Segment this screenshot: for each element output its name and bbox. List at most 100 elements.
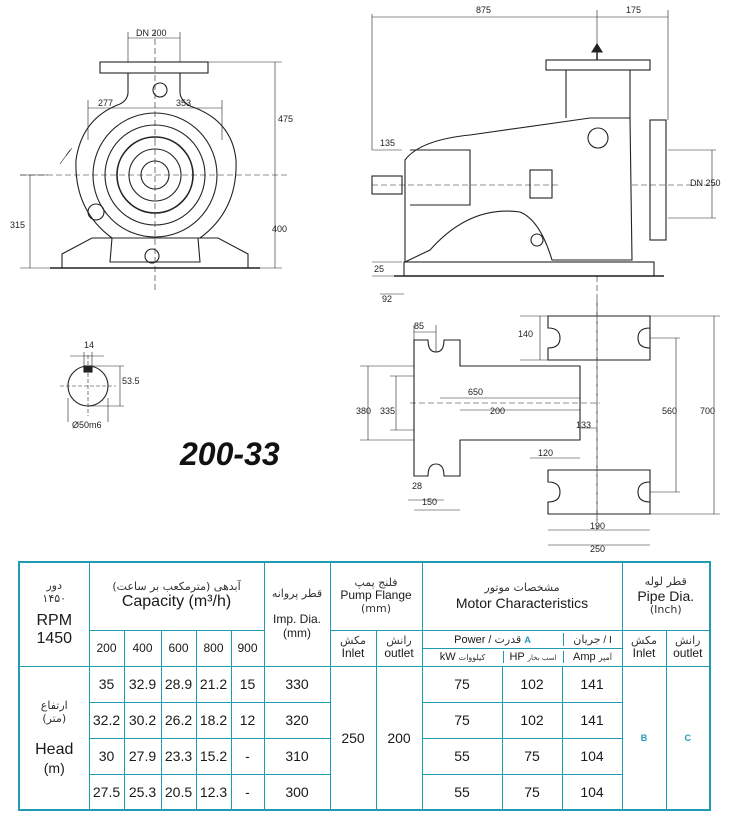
flange-fa-label: فلنج پمپ [354,575,398,589]
head-value: 23.3 [160,737,197,775]
side-dn-label: DN 250 [690,178,721,188]
head-value: 12 [230,701,265,739]
capacity-col-800: 800 [195,629,232,667]
pipe-inlet-fa: مکش [631,633,657,647]
flange-inlet-value: 250 [329,665,377,811]
amp-value: 141 [561,701,623,739]
impeller-en-label: Imp. Dia. [272,611,321,626]
head-value: 35 [88,665,125,703]
head-en-label: Head [35,741,74,759]
head-value: 27.5 [88,773,125,811]
capacity-fa-label: آبدهی (مترمکعب بر ساعت) [112,579,241,593]
head-value: 30 [88,737,125,775]
dim-base-11: 150 [422,497,437,507]
dim-front-1: 353 [176,98,191,108]
head-value: 27.9 [123,737,162,775]
head-value: 15.2 [195,737,232,775]
spec-table: دور ۱۴۵۰ RPM 1450 آبدهی (مترمکعب بر ساعت… [18,561,711,811]
dim-front-3: 315 [10,220,25,230]
head-value: 21.2 [195,665,232,703]
pipe-outlet-fa: رانش [675,633,701,647]
kw-value: 75 [421,701,503,739]
head-value: 32.2 [88,701,125,739]
flange-outlet-en: outlet [384,646,414,661]
pipe-inlet-header: مکش Inlet [621,629,667,667]
head-value: - [230,773,265,811]
speed-en-label: RPM [36,611,73,629]
pipe-en-label: Pipe Dia. [637,588,695,605]
speed-en-value: 1450 [36,629,73,647]
head-value: 15 [230,665,265,703]
impeller-value: 310 [263,737,331,775]
hp-value: 75 [501,773,563,811]
flange-outlet-value: 200 [375,665,423,811]
dim-base-0: 85 [414,321,424,331]
flange-outlet-fa: رانش [386,633,412,647]
impeller-unit: (mm) [283,625,311,640]
head-value: 32.9 [123,665,162,703]
dim-base-9: 120 [538,448,553,458]
speed-cell: دور ۱۴۵۰ RPM 1450 [18,561,90,667]
current-fa: جریان [573,632,601,646]
amp-fa: آمپر [598,653,613,662]
dim-front-2: 475 [278,114,293,124]
dim-base-5: 200 [490,406,505,416]
amp-en: Amp [572,651,596,663]
side-view [371,10,716,520]
table-row: 30 27.9 23.3 15.2 - 310 55 75 104 [19,737,710,775]
impeller-value: 330 [263,665,331,703]
power-sep: / [488,633,492,646]
pipe-inlet-en: Inlet [632,646,656,661]
pipe-outlet-en: outlet [673,646,703,661]
kw-value: 55 [421,737,503,775]
technical-drawing: DN 200 277 353 475 315 400 DN 250 875 17… [10,5,721,554]
hp-header: HP اسب بخار [504,651,564,663]
dim-side-4: 92 [382,294,392,304]
hp-value: 102 [501,701,563,739]
head-value: 30.2 [123,701,162,739]
head-fa-unit: (متر) [42,711,67,725]
dim-base-4: 335 [380,406,395,416]
model-number: 200-33 [180,436,280,472]
motor-en-label: Motor Characteristics [455,594,589,611]
dim-base-3: 380 [356,406,371,416]
flange-inlet-header: مکش Inlet [329,629,377,667]
kw-en: kW [439,651,456,663]
pipe-inlet-value: B [621,665,667,811]
speed-fa-label: دور [46,579,63,593]
speed-fa-value: ۱۴۵۰ [42,591,67,605]
base-view [360,300,720,546]
dim-base-12: 190 [590,521,605,531]
head-value: 25.3 [123,773,162,811]
kw-fa: کیلووات [458,653,486,662]
table-row: 27.5 25.3 20.5 12.3 - 300 55 75 104 [19,773,710,811]
dim-base-2: 650 [468,387,483,397]
front-dn-label: DN 200 [136,28,167,38]
dim-shaft-1: 53.5 [122,376,140,386]
motor-subheader: Power / قدرت A جریان / I kW کیلووات HP [421,629,623,667]
impeller-fa-label: قطر پروانه [271,587,323,601]
flange-inlet-fa: مکش [340,633,366,647]
current-en: I [608,634,612,646]
hp-fa: اسب بخار [527,654,557,662]
amp-value: 141 [561,665,623,703]
hp-value: 75 [501,737,563,775]
amp-header: Amp آمپر [564,651,622,663]
kw-value: 55 [421,773,503,811]
dim-base-13: 250 [590,544,605,554]
dim-base-1: 140 [518,329,533,339]
hp-en: HP [509,651,525,663]
head-value: 28.9 [160,665,197,703]
kw-value: 75 [421,665,503,703]
motor-fa-label: مشخصات موتور [484,580,560,594]
kw-header: kW کیلووات [423,651,504,663]
power-en: Power [454,633,486,646]
head-en-unit: (m) [43,759,65,776]
pipe-outlet-header: رانش outlet [665,629,711,667]
dim-shaft-0: 14 [84,340,94,350]
pipe-unit: (Inch) [649,603,682,617]
pipe-fa-label: قطر لوله [644,574,687,588]
pipe-header: قطر لوله Pipe Dia. (Inch) [621,561,711,631]
pipe-outlet-value: C [665,665,711,811]
capacity-col-200: 200 [88,629,125,667]
